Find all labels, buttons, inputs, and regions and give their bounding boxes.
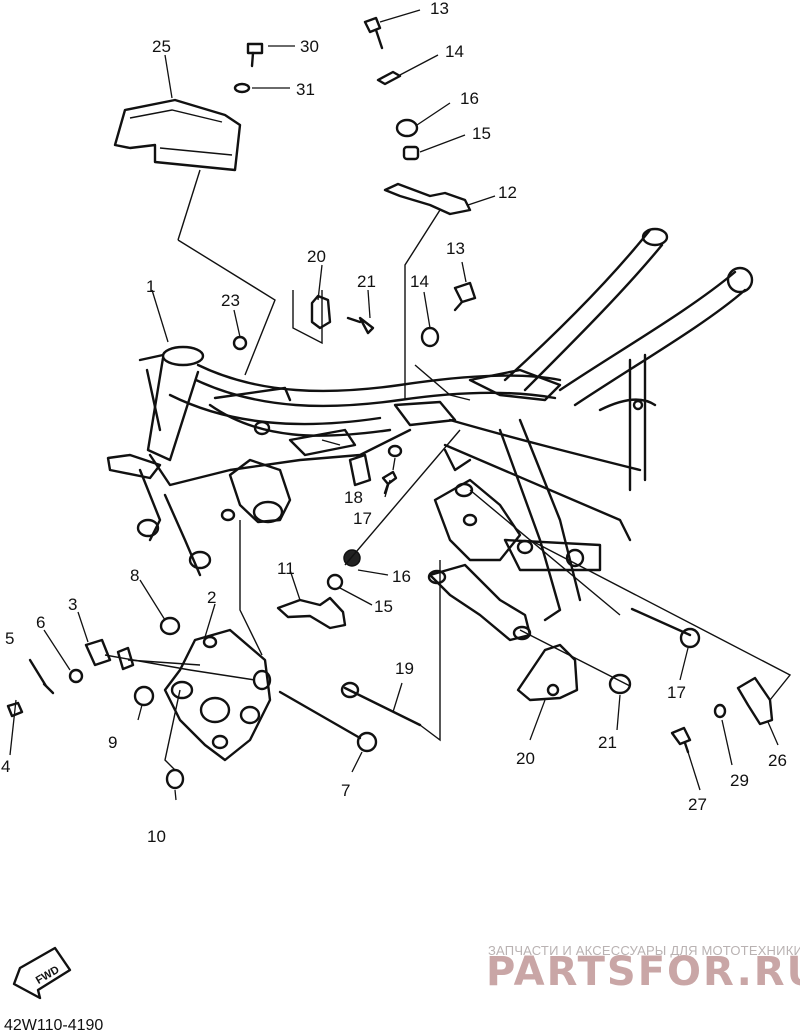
label-17: 17 (667, 683, 686, 702)
watermark-logo: ЗАПЧАСТИ И АКСЕССУАРЫ ДЛЯ МОТОТЕХНИКИ PA… (486, 943, 800, 995)
label-31: 31 (296, 80, 315, 99)
label-12: 12 (498, 183, 517, 202)
label-16-mid: 16 (392, 567, 411, 586)
label-18: 19 (395, 659, 414, 678)
label-10: 10 (147, 827, 166, 846)
label-26: 26 (768, 751, 787, 770)
label-24: 20 (307, 247, 326, 266)
label-19: 20 (516, 749, 535, 768)
label-11: 11 (277, 559, 295, 578)
label-15-top: 15 (472, 124, 491, 143)
label-9: 9 (108, 733, 117, 752)
fwd-arrow-icon: FWD (12, 946, 72, 1000)
label-8: 8 (130, 566, 139, 585)
label-15-mid: 15 (374, 597, 393, 616)
label-13-mid: 13 (446, 239, 465, 258)
label-27: 27 (688, 795, 707, 814)
hardware-items (6, 16, 774, 790)
leader-lines (9, 9, 792, 801)
watermark-brand: PARTSFOR.RU (486, 949, 800, 995)
label-21: 17 (353, 509, 372, 528)
label-5: 5 (5, 629, 14, 648)
label-4: 4 (1, 757, 10, 776)
label-30: 30 (300, 37, 319, 56)
label-16-top: 16 (460, 89, 479, 108)
label-7: 7 (341, 781, 350, 800)
main-frame-drawing (106, 227, 754, 642)
label-14-top: 14 (445, 42, 464, 61)
drawing-code: 42W110-4190 (4, 1017, 103, 1033)
label-23: 23 (221, 291, 240, 310)
label-3: 3 (68, 595, 77, 614)
label-13-top: 13 (430, 0, 449, 18)
label-20: 21 (598, 733, 617, 752)
watermark-tagline: ЗАПЧАСТИ И АКСЕССУАРЫ ДЛЯ МОТОТЕХНИКИ (488, 943, 800, 958)
label-6: 6 (36, 613, 45, 632)
label-22: 18 (344, 488, 363, 507)
label-25: 21 (357, 272, 376, 291)
label-28: 29 (730, 771, 749, 790)
label-14-mid: 14 (410, 272, 429, 291)
label-2: 2 (207, 588, 216, 607)
part-number-labels: 25 30 31 13 14 16 15 12 20 13 21 14 1 23… (1, 0, 787, 846)
label-29: 25 (152, 37, 171, 56)
cover-part-29 (113, 98, 242, 172)
label-1: 1 (146, 277, 155, 296)
